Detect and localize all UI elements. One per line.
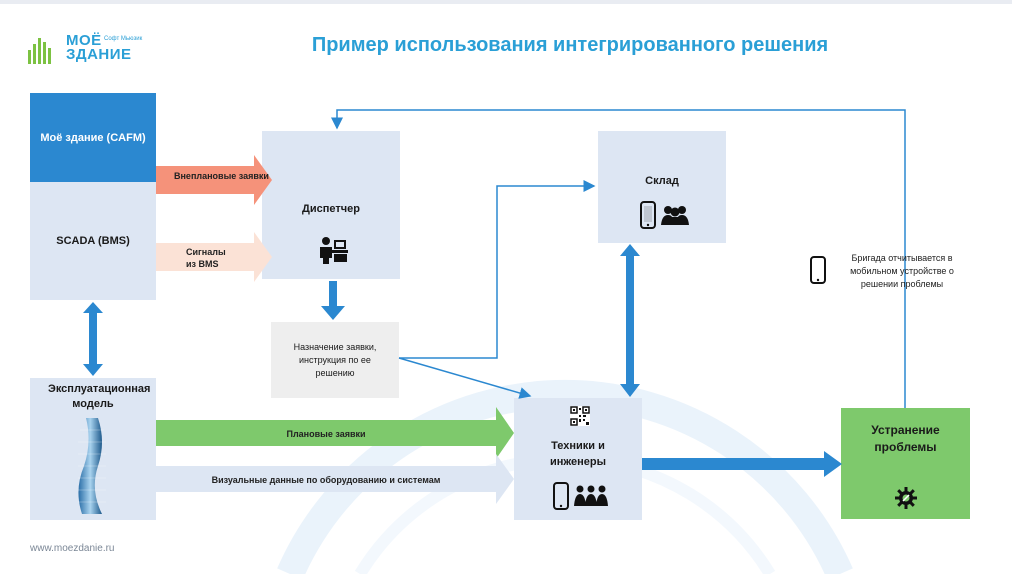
group-icon [661, 206, 689, 225]
logo-text-line1: МОЁ [66, 32, 102, 49]
node-scada-label: SCADA (BMS) [56, 235, 130, 247]
gear-wrench-icon [895, 487, 917, 509]
node-technicians-label: Техники и инженеры [549, 440, 607, 468]
page-title: Пример использования интегрированного ре… [311, 34, 829, 56]
building-tower-icon [78, 418, 106, 514]
arrow-signals [156, 232, 272, 282]
line-assignment-technicians [398, 357, 532, 399]
node-assignment[interactable]: Назначение заявки, инструкция по ее реше… [271, 322, 399, 398]
node-scada[interactable]: SCADA (BMS) [30, 182, 156, 300]
node-cafm[interactable]: Моё здание (CAFM) [30, 93, 156, 182]
phone-icon [810, 256, 826, 284]
logo-bars-icon [28, 36, 56, 64]
arrow-dispatcher-assignment [321, 281, 345, 320]
arrow-scada-model [83, 302, 103, 376]
arrow-visual-label: Визуальные данные по оборудованию и сист… [211, 475, 441, 485]
top-border [0, 0, 1012, 4]
arrow-planned-label: Плановые заявки [286, 429, 366, 439]
node-model-label: Эксплуатационная модель [48, 383, 151, 410]
arrow-unplanned-label: Внеплановые заявки [174, 171, 269, 181]
line-assignment-warehouse [399, 180, 596, 359]
arrow-technicians-resolution [642, 451, 842, 477]
group-icon [574, 485, 608, 506]
company-logo[interactable]: МОЁ Софт Мьюзик ЗДАНИЕ [28, 32, 158, 68]
arrow-unplanned [156, 155, 272, 205]
node-dispatcher-label: Диспетчер [302, 203, 360, 215]
node-warehouse-label: Склад [645, 175, 679, 187]
node-resolution-label: Устранение проблемы [871, 423, 940, 454]
phone-icon [553, 482, 569, 510]
dispatcher-person-icon [320, 237, 348, 264]
arrow-warehouse-technicians [620, 244, 640, 397]
footer-url[interactable]: www.moezdanie.ru [30, 543, 115, 554]
arrow-planned [156, 407, 514, 459]
brigade-note: Бригада отчитывается в мобильном устройс… [850, 253, 954, 289]
node-assignment-label: Назначение заявки, инструкция по ее реше… [293, 341, 377, 378]
line-feedback-dispatcher [331, 109, 906, 408]
arrow-visual [156, 454, 514, 504]
qr-code-icon [570, 406, 590, 426]
phone-icon [640, 201, 656, 229]
logo-small-text: Софт Мьюзик [104, 36, 143, 42]
node-cafm-label: Моё здание (CAFM) [40, 131, 146, 144]
logo-text-line2: ЗДАНИЕ [66, 46, 132, 63]
arrow-signals-label: Сигналы из BMS [186, 247, 226, 269]
